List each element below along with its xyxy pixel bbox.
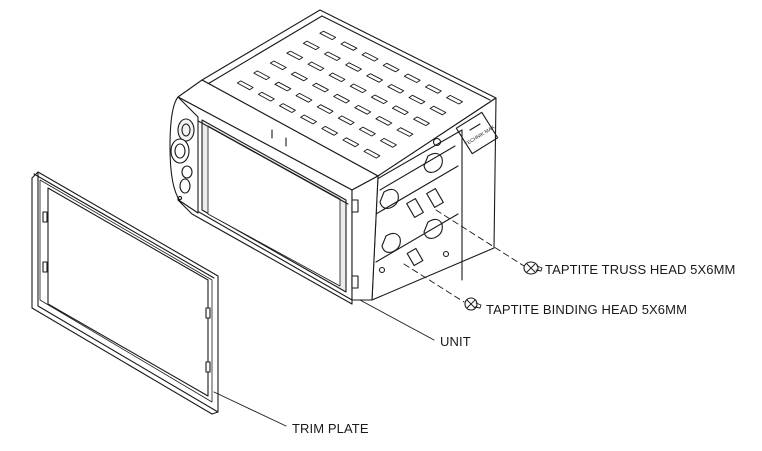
binding-screw-label: TAPTITE BINDING HEAD 5X6MM xyxy=(486,302,687,317)
trim-plate xyxy=(31,171,219,415)
vent-slot xyxy=(257,91,275,102)
vent-slot xyxy=(316,104,334,114)
vent-slot xyxy=(375,116,393,126)
vent-slot xyxy=(345,62,362,72)
vent-slot xyxy=(253,70,271,81)
truss-head-screw-icon xyxy=(523,261,543,275)
unit-front-face xyxy=(177,79,379,305)
vent-slot xyxy=(290,71,308,82)
vent-slot xyxy=(300,114,317,125)
vent-slot xyxy=(387,84,405,94)
vent-slot xyxy=(312,82,329,93)
vent-slot xyxy=(363,148,381,159)
vent-slot xyxy=(324,51,341,61)
vent-slot xyxy=(321,125,339,136)
vent-slot xyxy=(366,73,384,83)
vent-slot xyxy=(269,60,287,71)
vent-slot xyxy=(446,94,463,105)
vent-slot xyxy=(342,137,360,148)
vent-slot xyxy=(333,93,350,104)
leader-lines xyxy=(213,299,435,427)
control-knob-panel xyxy=(169,96,199,214)
vent-slot xyxy=(337,115,355,126)
vent-slot xyxy=(295,92,313,103)
vent-slot xyxy=(279,103,296,113)
binding-head-screw-icon xyxy=(464,297,482,311)
vent-slot xyxy=(408,94,426,105)
vent-slot xyxy=(349,83,367,94)
truss-screw-label: TAPTITE TRUSS HEAD 5X6MM xyxy=(545,262,736,277)
vent-slot xyxy=(358,126,376,137)
vent-slot xyxy=(382,62,400,73)
vent-slot xyxy=(328,72,346,83)
vent-slot xyxy=(274,81,292,92)
vent-slot xyxy=(361,52,379,62)
vent-slot xyxy=(403,73,421,83)
vent-slot xyxy=(307,61,325,72)
vent-slot xyxy=(236,80,254,91)
trim-plate-label: TRIM PLATE xyxy=(292,421,369,436)
vent-slot xyxy=(354,104,372,115)
vent-slot xyxy=(302,40,320,51)
vent-slot xyxy=(429,105,447,116)
vent-slot xyxy=(425,84,442,94)
vent-slot xyxy=(286,50,304,61)
vent-slot xyxy=(380,137,397,148)
vent-slot xyxy=(413,116,430,127)
chassis-side xyxy=(371,97,499,301)
vent-slot xyxy=(319,30,337,41)
chassis-vent-slots xyxy=(236,30,463,159)
vent-slot xyxy=(396,127,414,137)
vent-slot xyxy=(391,105,409,116)
vent-slot xyxy=(340,41,358,51)
unit-label: UNIT xyxy=(440,334,471,349)
screw-path-lines xyxy=(403,209,525,303)
vent-slot xyxy=(370,94,388,105)
